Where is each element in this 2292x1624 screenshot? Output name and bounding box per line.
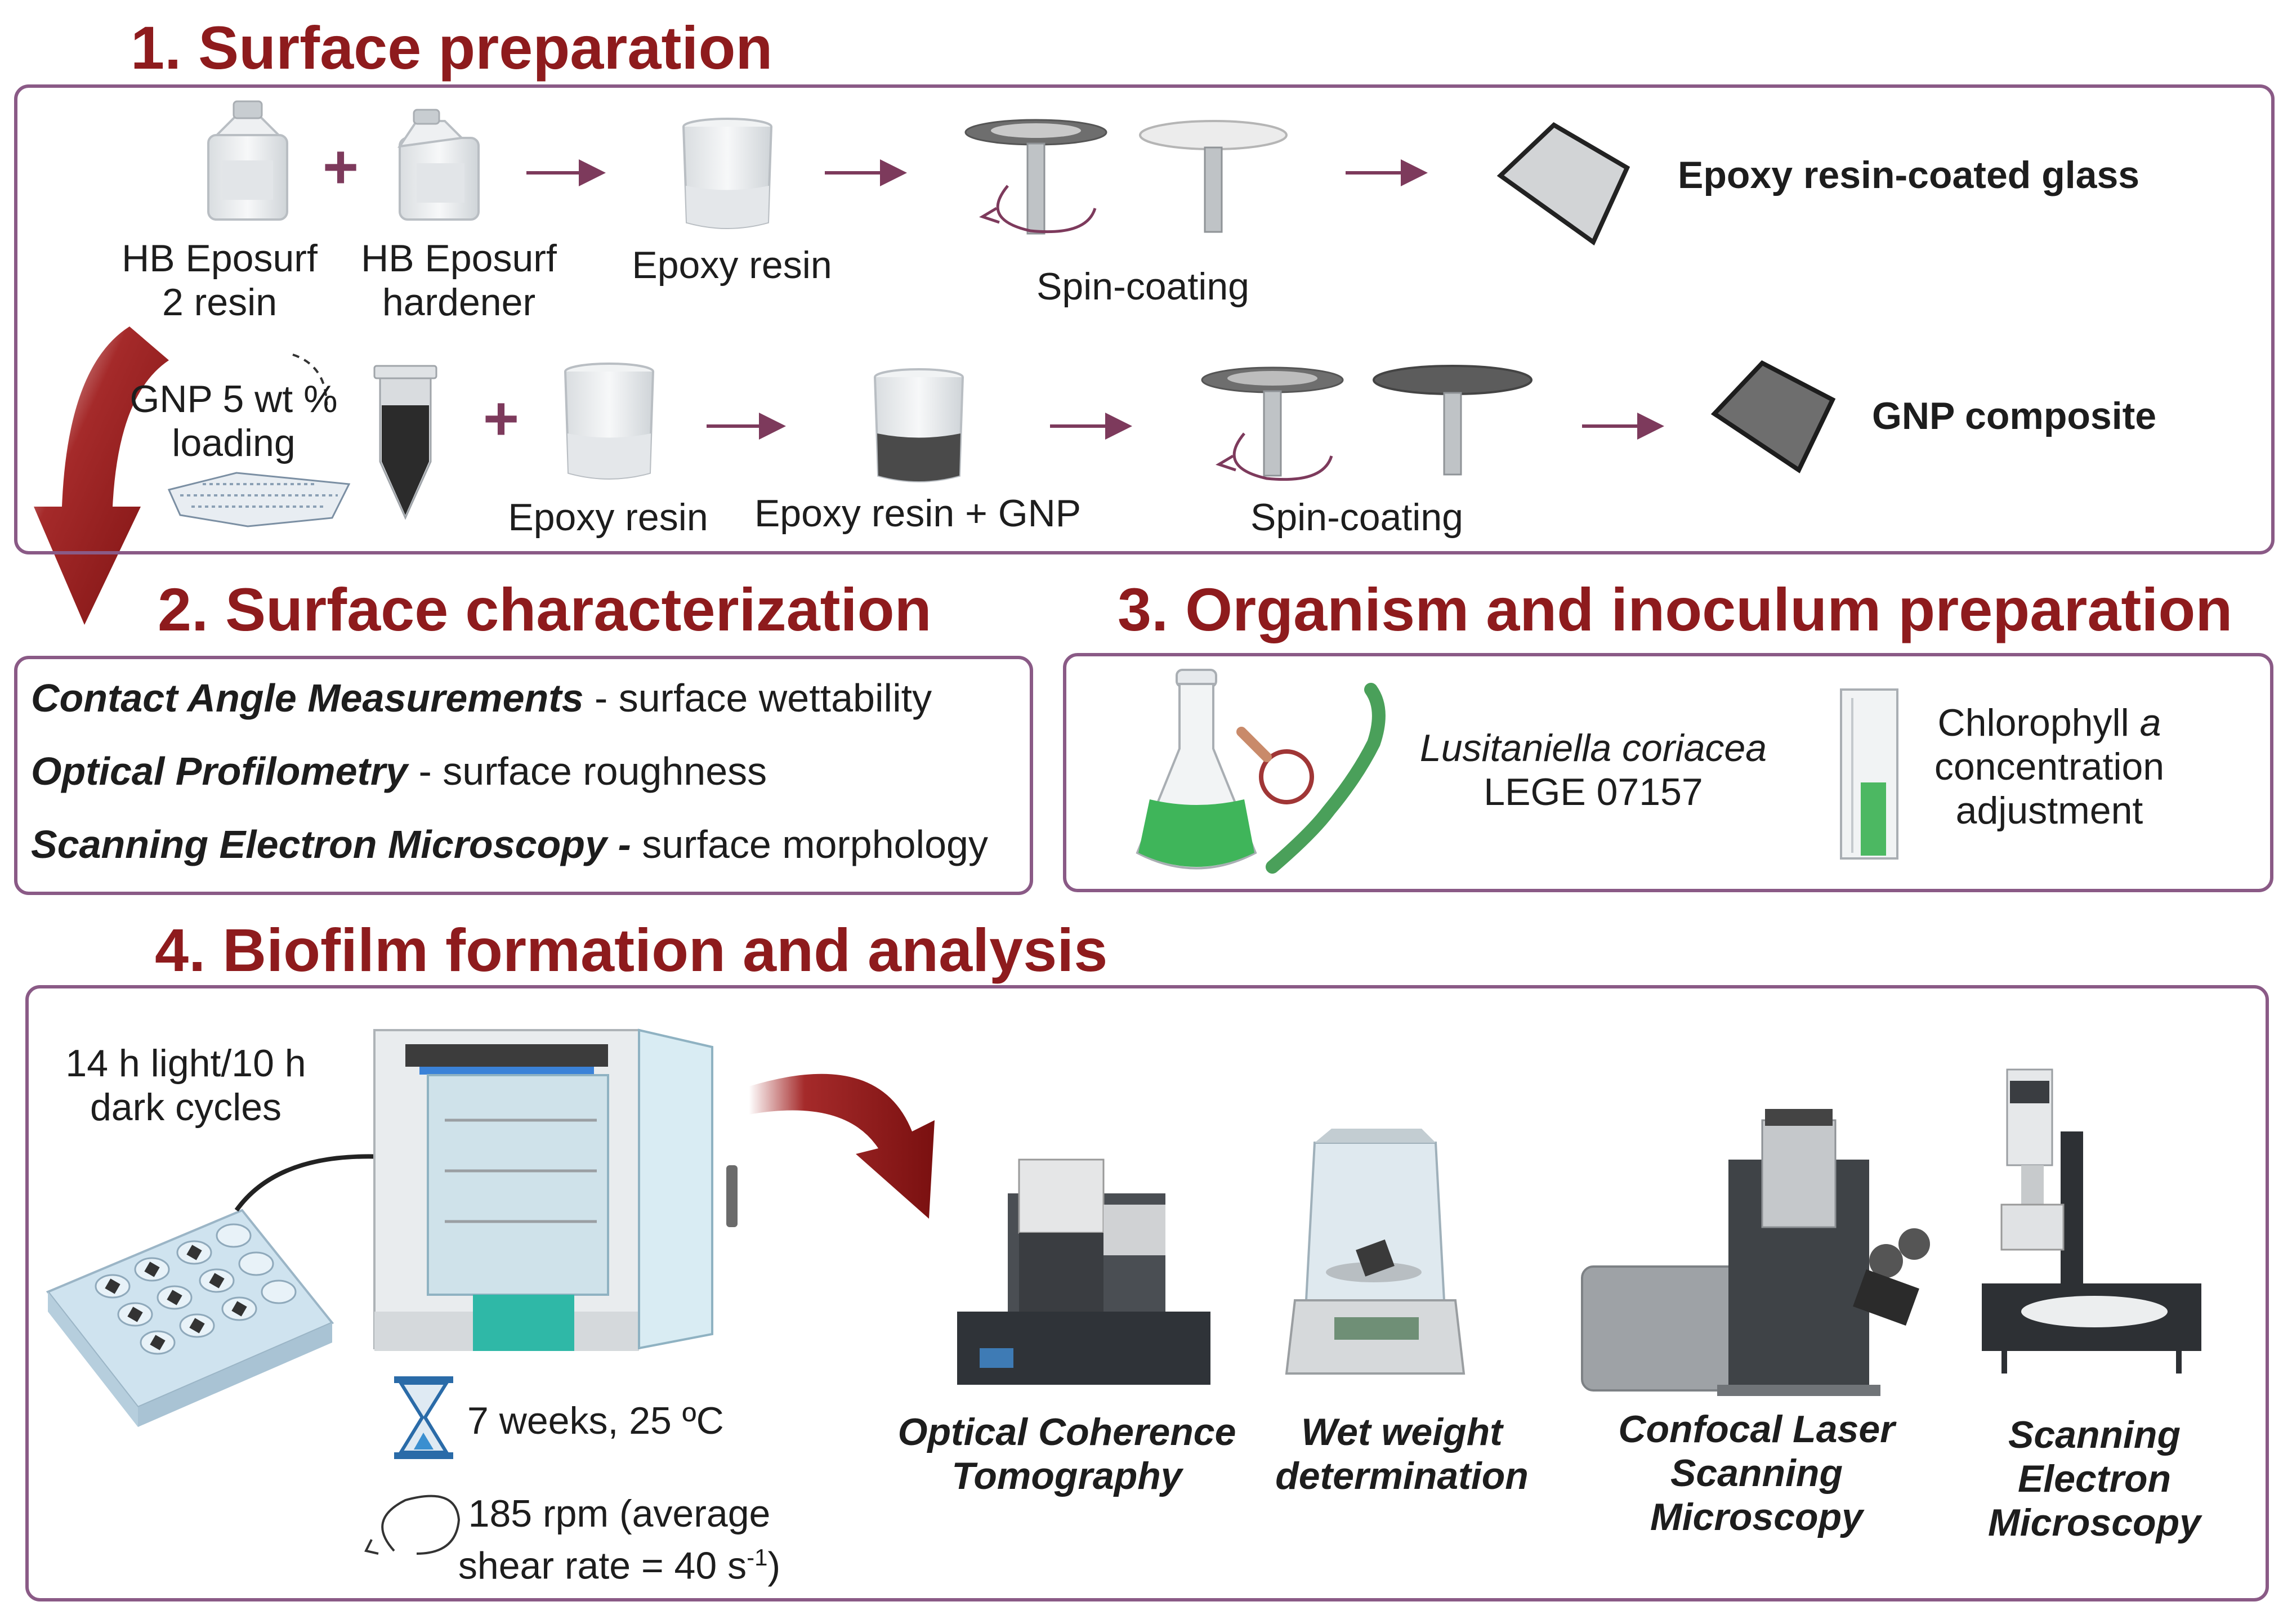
rpm-line1: 185 rpm (average — [468, 1492, 771, 1535]
section-1-title: 1. Surface preparation — [131, 14, 773, 82]
rotation-icon — [381, 1495, 461, 1555]
gnp-beaker-icon — [874, 368, 964, 482]
panel-surface-characterization — [14, 656, 1033, 895]
resin-label-line1: HB Eposurf — [122, 237, 318, 280]
char-method-3: Scanning Electron Microscopy - — [31, 822, 631, 866]
result-label-row1: Epoxy resin-coated glass — [1678, 154, 2140, 196]
incubator-icon — [373, 1028, 738, 1351]
analysis-oct-label: Optical Coherence Tomography — [884, 1410, 1250, 1498]
epoxy-beaker-icon — [682, 118, 772, 229]
hardener-bottle-icon — [397, 109, 480, 221]
tube-icon — [373, 365, 437, 520]
result-label-row2: GNP composite — [1872, 395, 2157, 437]
char-line-sem: Scanning Electron Microscopy - surface m… — [31, 822, 988, 867]
oct-line1: Optical Coherence — [897, 1411, 1236, 1453]
resin-label: HB Eposurf 2 resin — [101, 236, 338, 324]
spin-label-row2: Spin-coating — [1250, 496, 1464, 539]
sem-line2: Electron — [2017, 1457, 2172, 1500]
oct-line2: Tomography — [951, 1455, 1182, 1497]
analysis-sem-label: Scanning Electron Microscopy — [1948, 1413, 2241, 1545]
chlorophyll-label: Chlorophyll a concentration adjustment — [1903, 701, 2196, 833]
hourglass-icon — [394, 1376, 453, 1459]
sem-line1: Scanning — [2008, 1413, 2181, 1456]
wet-weight-line1: Wet weight — [1301, 1411, 1503, 1453]
spin-coater-icon — [964, 119, 1107, 235]
char-line-contact-angle: Contact Angle Measurements - surface wet… — [31, 675, 932, 721]
mix-label-row2: Epoxy resin + GNP — [754, 492, 1082, 535]
epoxy-label-row2: Epoxy resin — [508, 496, 708, 539]
hardener-label-line2: hardener — [382, 281, 536, 324]
gnp-label-line2: loading — [172, 422, 296, 464]
coated-glass-icon — [1496, 122, 1630, 246]
resin-bottle-icon — [207, 100, 288, 221]
gnp-composite-icon — [1710, 360, 1836, 473]
species-name: Lusitaniella coriacea — [1419, 727, 1767, 770]
oct-instrument-icon — [957, 1158, 1210, 1385]
char-line-profilometry: Optical Profilometry - surface roughness — [31, 749, 767, 794]
cuvette-icon — [1840, 688, 1898, 860]
filament-icon — [1266, 683, 1386, 874]
sem-instrument-icon — [1982, 1068, 2201, 1374]
char-sep-2: - — [408, 749, 443, 793]
spin-disc-2-icon — [1373, 365, 1533, 476]
duration-label: 7 weeks, 25 ºC — [467, 1399, 724, 1442]
flask-icon — [1136, 669, 1257, 870]
char-purpose-1: surface wettability — [618, 676, 932, 720]
well-plate-icon — [46, 1209, 334, 1427]
confocal-microscope-icon — [1581, 1109, 1930, 1396]
char-method-2: Optical Profilometry — [31, 749, 408, 793]
cycle-line2: dark cycles — [90, 1086, 282, 1129]
clsm-line1: Confocal Laser — [1618, 1408, 1895, 1451]
chl-line1: Chlorophyll — [1937, 701, 2140, 744]
rpm-line2-close: ) — [767, 1544, 781, 1587]
clsm-line2: Scanning — [1670, 1452, 1843, 1495]
spin-coater-2-icon — [1201, 366, 1344, 481]
section-3-title: 3. Organism and inoculum preparation — [1118, 575, 2233, 643]
hardener-label: HB Eposurf hardener — [341, 236, 577, 324]
epoxy-label-row1: Epoxy resin — [632, 244, 832, 287]
panel-organism-preparation — [1063, 653, 2273, 892]
plus-sign-row2: + — [482, 384, 520, 453]
char-purpose-2: surface roughness — [443, 749, 767, 793]
rpm-superscript: -1 — [747, 1544, 768, 1571]
rpm-label: 185 rpm (average shear rate = 40 s-1) — [450, 1492, 788, 1588]
cycle-line1: 14 h light/10 h — [65, 1042, 306, 1085]
spin-label-row1: Spin-coating — [1036, 265, 1250, 308]
panel-surface-preparation — [14, 84, 2275, 554]
analysis-wet-weight-label: Wet weight determination — [1256, 1410, 1548, 1498]
char-sep-3 — [631, 822, 642, 866]
wet-weight-line2: determination — [1275, 1455, 1529, 1497]
rotation-arrowhead — [364, 1539, 379, 1555]
char-purpose-3: surface morphology — [642, 822, 988, 866]
epoxy-beaker-2-icon — [564, 363, 654, 480]
resin-label-line2: 2 resin — [162, 281, 278, 324]
flow-arrow-to-analysis — [749, 1073, 935, 1219]
sem-line3: Microscopy — [1988, 1501, 2201, 1544]
plus-sign-row1: + — [322, 132, 359, 202]
flow-arrow-1-to-2 — [34, 326, 169, 625]
hardener-label-line1: HB Eposurf — [361, 237, 557, 280]
clsm-line3: Microscopy — [1650, 1496, 1863, 1538]
chl-a-italic: a — [2139, 701, 2161, 744]
section-4-title: 4. Biofilm formation and analysis — [155, 916, 1108, 984]
section-2-title: 2. Surface characterization — [158, 575, 932, 643]
light-cycle-label: 14 h light/10 h dark cycles — [45, 1041, 327, 1129]
organism-label: Lusitaniella coriacea LEGE 07157 — [1379, 726, 1807, 814]
char-sep-1: - — [583, 676, 619, 720]
rpm-line2: shear rate = 40 s — [458, 1544, 747, 1587]
strain-id: LEGE 07157 — [1484, 771, 1703, 813]
gnp-flake-icon — [167, 472, 351, 527]
gnp-label-line1: GNP 5 wt % — [129, 378, 338, 420]
char-method-1: Contact Angle Measurements — [31, 676, 584, 720]
magnifier-icon — [1236, 727, 1314, 804]
panel-biofilm-analysis — [25, 985, 2269, 1601]
chl-line3: adjustment — [1955, 789, 2143, 832]
chl-line2: concentration — [1934, 745, 2165, 788]
spin-disc-icon — [1139, 120, 1288, 233]
gnp-label: GNP 5 wt % loading — [113, 377, 355, 465]
balance-icon — [1285, 1129, 1466, 1375]
analysis-clsm-label: Confocal Laser Scanning Microscopy — [1593, 1407, 1920, 1539]
